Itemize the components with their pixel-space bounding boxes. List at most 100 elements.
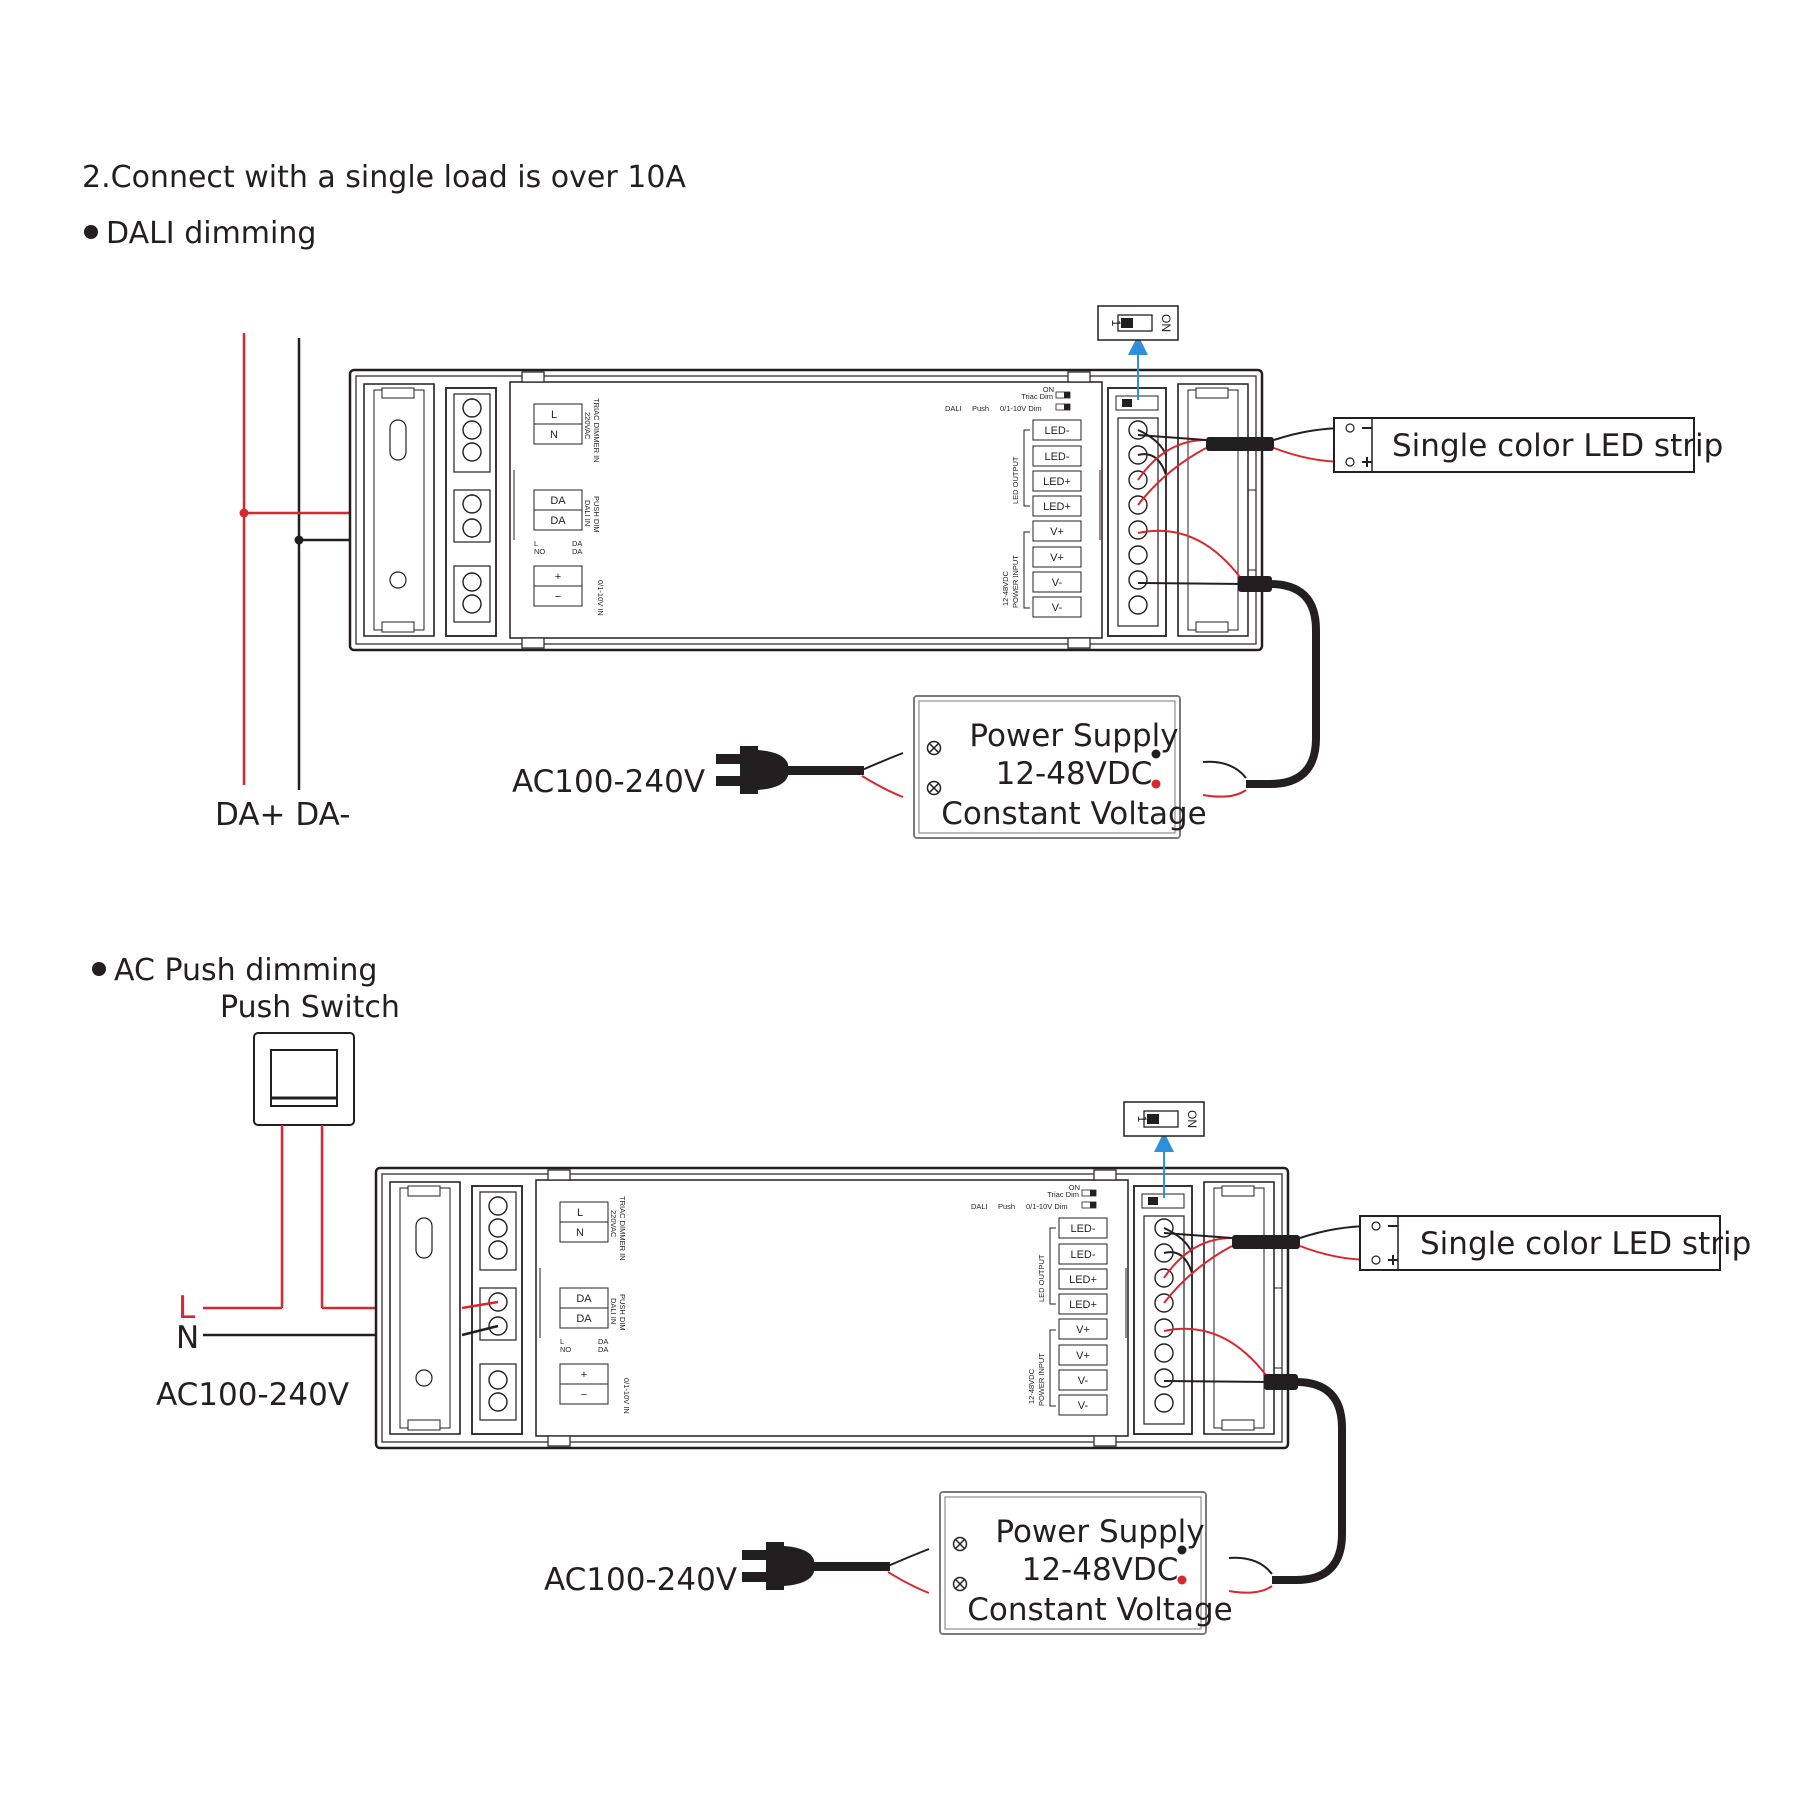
output-label: LED-	[1044, 425, 1069, 437]
legend-NO: NO	[560, 1345, 571, 1354]
triac-voltage-label: 220VAC	[609, 1210, 618, 1238]
psu-line-1: Power Supply	[969, 718, 1178, 754]
output-label: V+	[1076, 1324, 1090, 1336]
power-voltage-label: 12-48VDC	[1027, 1368, 1036, 1404]
dip-switch-callout: 1 ON	[1097, 305, 1179, 341]
terminal-label-plus: +	[581, 1369, 587, 1381]
mode-push-label: Push	[998, 1202, 1015, 1211]
terminal-label-DA: DA	[576, 1313, 592, 1325]
output-label: V-	[1052, 577, 1063, 589]
mode-on-label: ON	[1069, 1183, 1080, 1192]
output-label: LED+	[1069, 1274, 1097, 1286]
triac-label: TRIAC DIMMER IN	[592, 398, 601, 463]
section-title: AC Push dimming	[114, 953, 377, 988]
output-label: V-	[1078, 1400, 1089, 1412]
terminal-label-N: N	[576, 1227, 584, 1239]
led-strip-label: Single color LED strip	[1420, 1226, 1751, 1262]
power-voltage-label: 12-48VDC	[1001, 570, 1010, 606]
output-label: LED+	[1069, 1299, 1097, 1311]
mode-push-label: Push	[972, 404, 989, 413]
dali-in-label: DALI IN	[609, 1298, 618, 1324]
psu-line-1: Power Supply	[995, 1514, 1204, 1550]
heading: 2.Connect with a single load is over 10A	[82, 160, 686, 195]
controller-device: L N DA DA + − L NO DA DA TRIAC DIMMER IN…	[348, 368, 1264, 652]
push-dim-label: PUSH DIM	[592, 496, 601, 533]
terminal-label-DA: DA	[550, 515, 566, 527]
psu-line-2: 12-48VDC	[996, 756, 1153, 792]
section-ac-push: AC Push dimming Push Switch L N AC100-24…	[92, 953, 1751, 1635]
legend-DA: DA	[598, 1337, 608, 1346]
terminal-label-N: N	[550, 429, 558, 441]
dip-number: 1	[1135, 1116, 1149, 1123]
terminal-label-minus: −	[555, 591, 561, 603]
controller-device: L N DA DA + − L NO DA DA TRIAC DIMMER IN…	[374, 1166, 1290, 1450]
ac-input-label: AC100-240V	[544, 1562, 737, 1598]
output-label: V+	[1076, 1350, 1090, 1362]
terminal-label-DA: DA	[576, 1293, 592, 1305]
push-switch-icon	[253, 1032, 355, 1126]
dip-on-label: ON	[1185, 1110, 1199, 1128]
power-supply: Power Supply 12-48VDC Constant Voltage	[913, 695, 1207, 839]
led-strip: Single color LED strip	[1333, 417, 1723, 473]
dip-number: 1	[1109, 320, 1123, 327]
psu-line-2: 12-48VDC	[1022, 1552, 1179, 1588]
mode-triac-label: Triac Dim	[1021, 392, 1053, 401]
mode-dali-label: DALI	[971, 1202, 988, 1211]
terminal-label-L: L	[551, 409, 557, 421]
bullet-dot	[84, 225, 98, 239]
line-label: L	[178, 1290, 196, 1326]
legend-L: L	[534, 539, 538, 548]
output-label: LED-	[1070, 1223, 1095, 1235]
ac-plug-icon	[716, 746, 864, 794]
legend-DA: DA	[598, 1345, 608, 1354]
led-strip-label: Single color LED strip	[1392, 428, 1723, 464]
mains-label: AC100-240V	[156, 1377, 349, 1413]
legend-DA: DA	[572, 539, 582, 548]
push-dim-label: PUSH DIM	[618, 1294, 627, 1331]
legend-L: L	[560, 1337, 564, 1346]
led-output-label: LED OUTPUT	[1037, 1254, 1046, 1302]
terminal-label-minus: −	[581, 1389, 587, 1401]
mode-triac-label: Triac Dim	[1047, 1190, 1079, 1199]
output-label: V+	[1050, 526, 1064, 538]
legend-NO: NO	[534, 547, 545, 556]
mode-dali-label: DALI	[945, 404, 962, 413]
power-input-label: POWER INPUT	[1037, 1353, 1046, 1406]
output-label: LED-	[1070, 1249, 1095, 1261]
dip-on-label: ON	[1159, 314, 1173, 332]
legend-DA: DA	[572, 547, 582, 556]
dip-switch-callout: 1 ON	[1123, 1101, 1205, 1137]
led-output-label: LED OUTPUT	[1011, 456, 1020, 504]
terminal-label-plus: +	[555, 571, 561, 583]
bus-label: DA+ DA-	[215, 797, 350, 833]
switch-label: Push Switch	[220, 990, 400, 1025]
mode-on-label: ON	[1043, 385, 1054, 394]
mode-010v-label: 0/1-10V Dim	[1000, 404, 1042, 413]
psu-line-3: Constant Voltage	[941, 796, 1207, 832]
section-title: DALI dimming	[106, 216, 316, 251]
output-label: LED+	[1043, 476, 1071, 488]
mode-010v-label: 0/1-10V Dim	[1026, 1202, 1068, 1211]
output-label: LED-	[1044, 451, 1069, 463]
output-label: V+	[1050, 552, 1064, 564]
output-label: LED+	[1043, 501, 1071, 513]
bullet-dot	[92, 962, 106, 976]
triac-voltage-label: 220VAC	[583, 412, 592, 440]
output-label: V-	[1078, 1375, 1089, 1387]
dali-in-label: DALI IN	[583, 500, 592, 526]
neutral-label: N	[176, 1320, 199, 1356]
section-dali: DALI dimming DA+ DA- L N DA DA + − L NO …	[84, 216, 1723, 839]
terminal-label-DA: DA	[550, 495, 566, 507]
output-label: V-	[1052, 602, 1063, 614]
power-input-label: POWER INPUT	[1011, 555, 1020, 608]
led-strip: Single color LED strip	[1359, 1215, 1751, 1271]
power-supply: Power Supply 12-48VDC Constant Voltage	[939, 1491, 1233, 1635]
psu-line-3: Constant Voltage	[967, 1592, 1233, 1628]
terminal-label-L: L	[577, 1207, 583, 1219]
zero-ten-label: 0/1-10V IN	[622, 1378, 631, 1414]
triac-label: TRIAC DIMMER IN	[618, 1196, 627, 1261]
zero-ten-label: 0/1-10V IN	[596, 580, 605, 616]
ac-plug-icon	[742, 1542, 890, 1590]
ac-input-label: AC100-240V	[512, 764, 705, 800]
